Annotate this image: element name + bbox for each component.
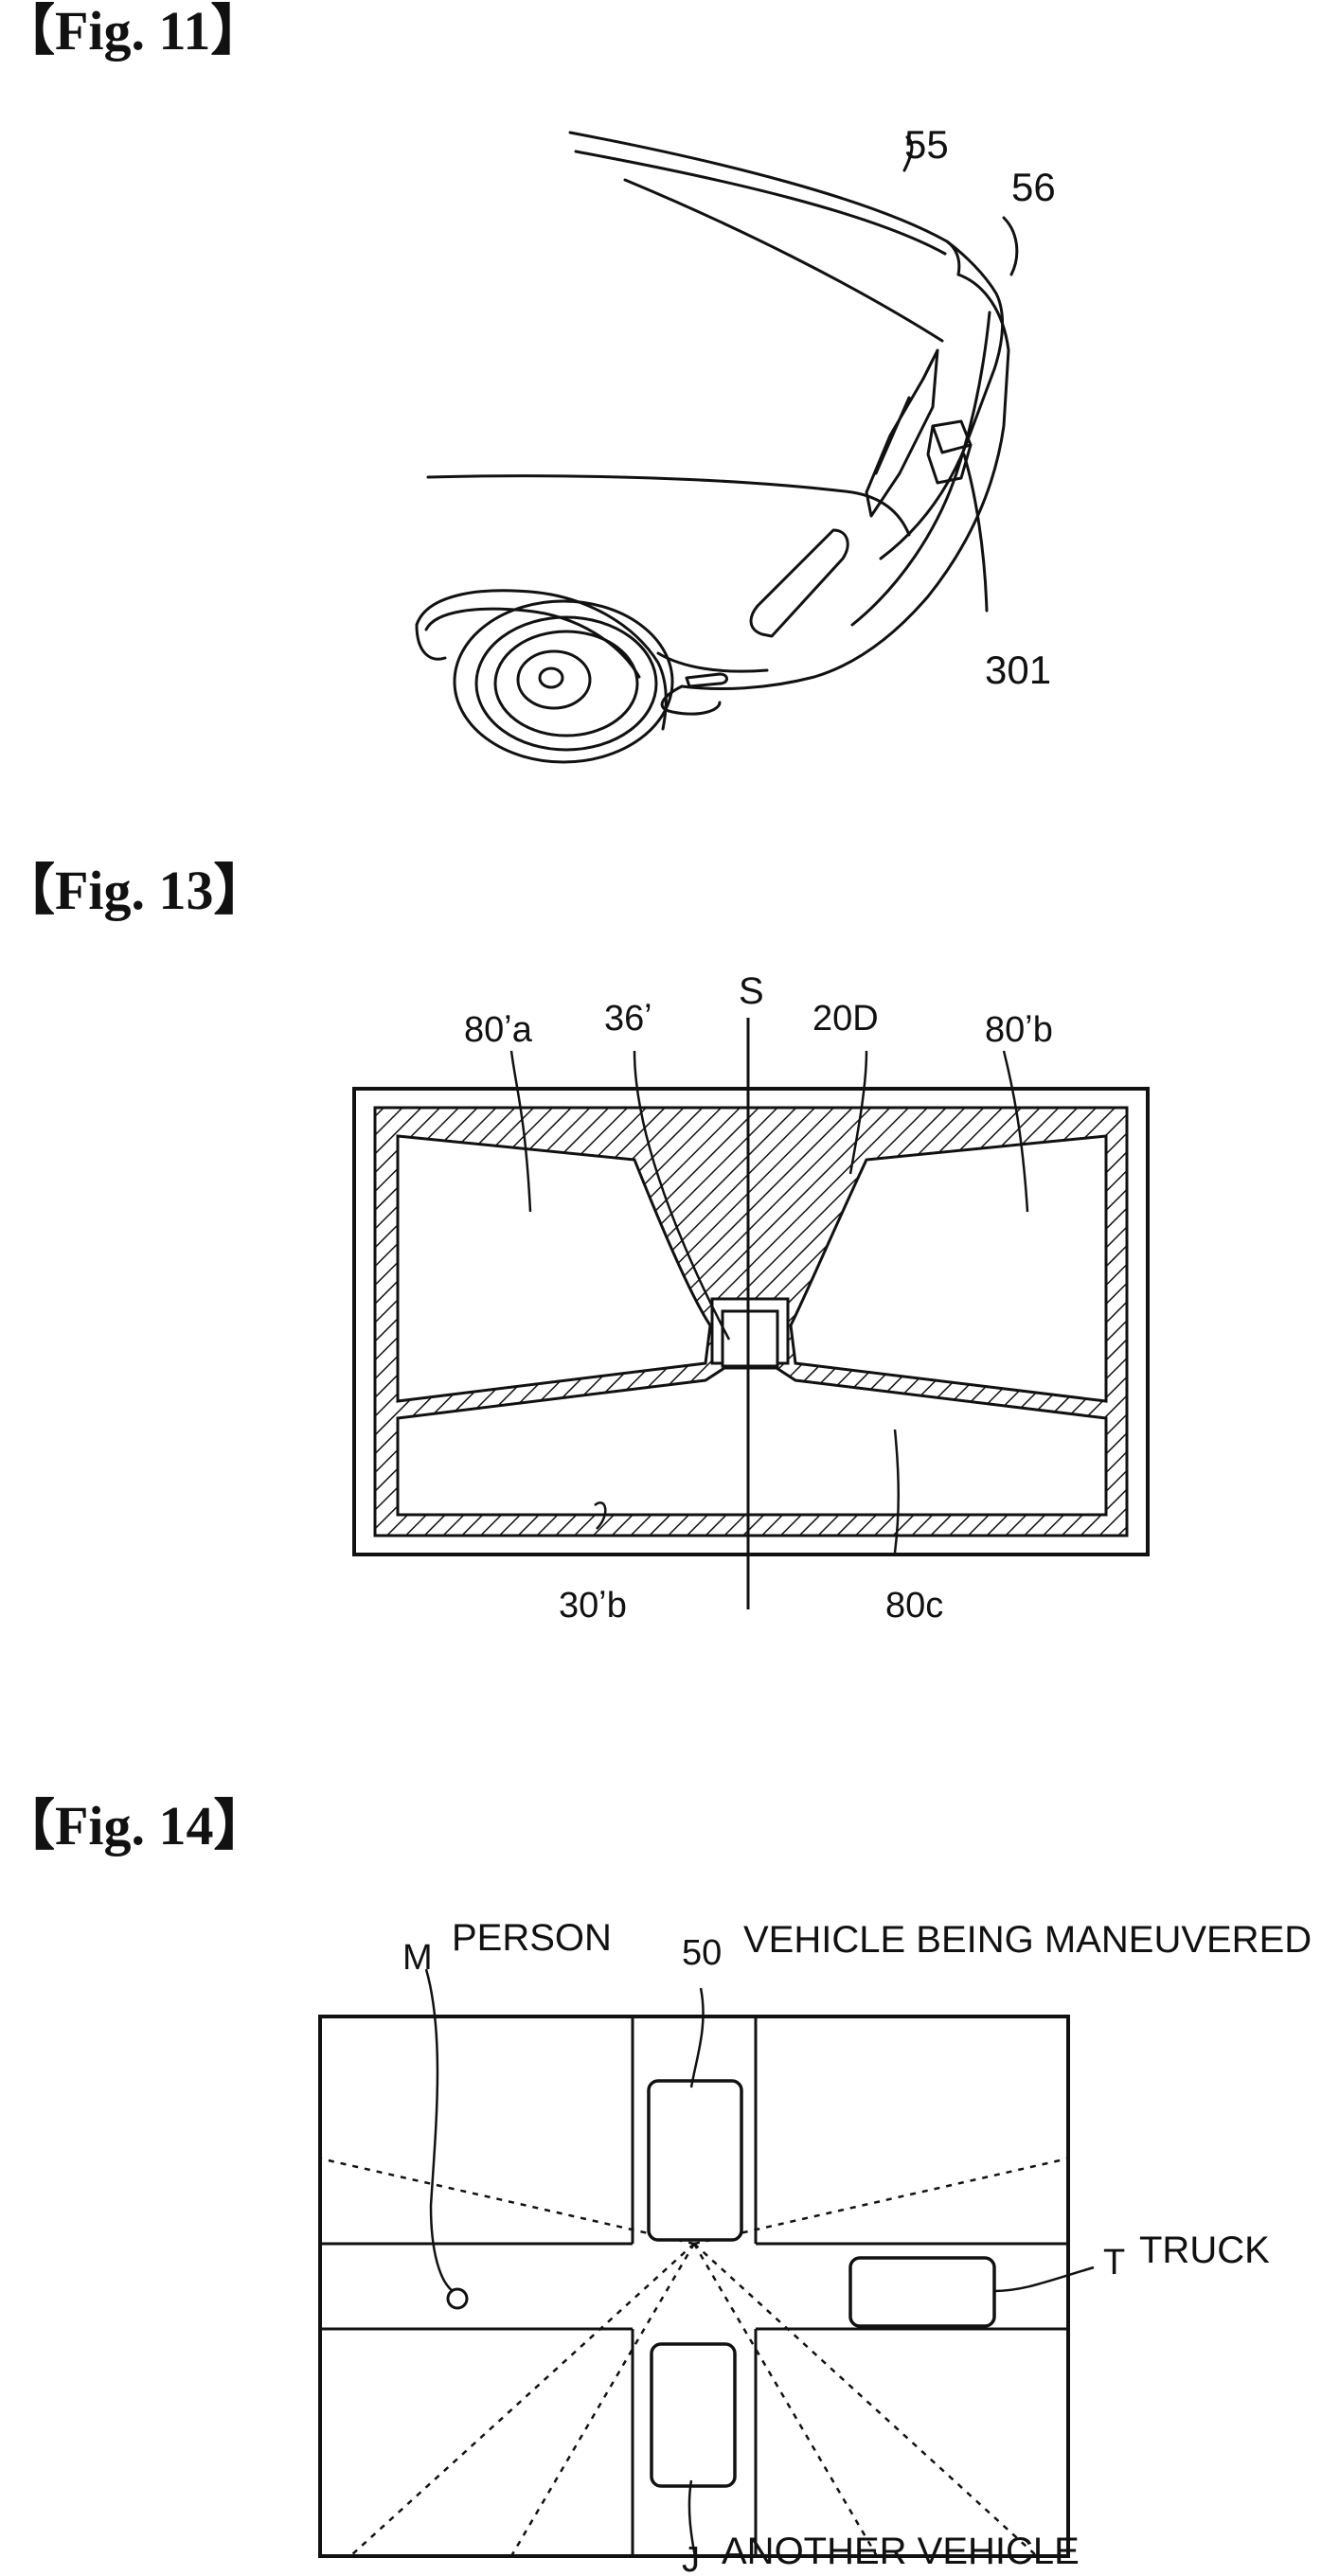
another-vehicle: [650, 2342, 737, 2488]
camera-view-lines: [319, 2157, 1069, 2557]
vehicle-50: [647, 2079, 743, 2242]
car-front-illustration: [415, 131, 1019, 764]
label-36: 36ʼ: [604, 999, 652, 1039]
ref-301-label: 301: [985, 648, 1051, 692]
ref-56-label: 56: [1011, 165, 1056, 209]
person-marker: [446, 2287, 469, 2310]
fig11-title: 【Fig. 11】: [0, 0, 266, 62]
label-person: PERSON: [452, 1917, 612, 1959]
center-box-inner: [721, 1309, 779, 1368]
label-another-vehicle: ANOTHER VEHICLE: [722, 2531, 1080, 2572]
fig14-title: 【Fig. 14】: [0, 1795, 269, 1856]
label-T: T: [1103, 2243, 1125, 2283]
truck: [848, 2256, 996, 2328]
label-20D: 20D: [812, 999, 879, 1039]
label-80a: 80ʼa: [464, 1010, 533, 1050]
region-80c: [396, 1366, 1108, 1517]
label-vehicle-being-maneuvered: VEHICLE BEING MANEUVERED: [743, 1919, 1312, 1961]
fig13-leader-lines: [509, 1050, 1029, 1554]
fig13-title: 【Fig. 13】: [0, 860, 269, 921]
fig14-intersection-diagram: M PERSON 50 VEHICLE BEING MANEUVERED T T…: [318, 1917, 1312, 2576]
label-truck: TRUCK: [1139, 2230, 1270, 2271]
fig13-screen-diagram: S 80ʼa 36ʼ 20D 80ʼb 30ʼb 80c: [352, 970, 1150, 1626]
road-edges: [320, 2016, 1068, 2556]
fig14-leader-lines: [424, 1968, 1095, 2563]
label-S: S: [739, 970, 764, 1012]
ref-55-label: 55: [904, 122, 949, 167]
label-50: 50: [682, 1933, 722, 1973]
region-80a: [396, 1134, 712, 1403]
label-J: J: [682, 2540, 700, 2576]
label-M: M: [402, 1938, 433, 1978]
label-30b: 30ʼb: [559, 1586, 627, 1626]
label-80b: 80ʼb: [985, 1010, 1053, 1050]
fig11-car-drawing: 55 56 301: [415, 122, 1056, 764]
label-80c: 80c: [885, 1586, 943, 1626]
